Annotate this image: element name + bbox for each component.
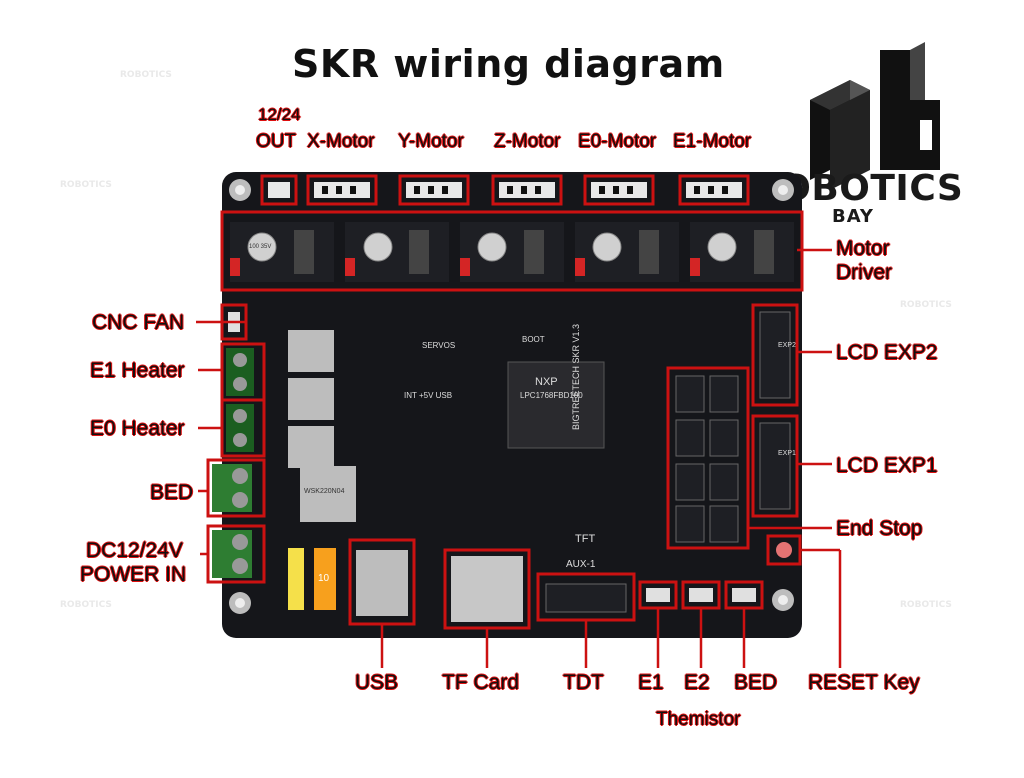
- leader-lines: [196, 248, 842, 668]
- label-tdt: TDT: [563, 671, 604, 694]
- lcd-exp1-box: [751, 414, 799, 518]
- end-stop-box: [666, 366, 750, 550]
- watermark: ROBOTICS: [900, 600, 952, 610]
- e1-motor-box: [678, 174, 750, 206]
- board-servos: SERVOS: [422, 341, 456, 350]
- robotics-bay-logo-icon: [810, 42, 940, 190]
- board-mosfet: WSK220N04: [304, 488, 345, 495]
- label-lcd-exp1: LCD EXP1: [836, 454, 938, 477]
- red-jumpers: [230, 258, 700, 276]
- board-exp2: EXP2: [778, 342, 796, 349]
- label-tf-card: TF Card: [442, 671, 520, 694]
- e0-motor-box: [583, 174, 655, 206]
- board-fuse: 10: [318, 573, 330, 584]
- fuse: [288, 548, 304, 610]
- board-exp1: EXP1: [778, 450, 796, 457]
- label-motor-driver-1: Motor: [836, 237, 890, 260]
- label-out-bottom: OUT: [256, 131, 297, 152]
- board-chip-brand: NXP: [535, 376, 558, 388]
- label-bed-left: BED: [150, 481, 194, 504]
- board-boot: BOOT: [522, 335, 545, 344]
- label-e2: E2: [684, 671, 710, 694]
- z-motor-box: [491, 174, 563, 206]
- watermark: ROBOTICS: [120, 70, 172, 80]
- x-motor-box: [306, 174, 378, 206]
- label-power-2: POWER IN: [80, 563, 187, 586]
- label-thermistor: Themistor: [656, 709, 741, 730]
- label-e0-motor: E0-Motor: [578, 131, 657, 152]
- mcu-chip: [507, 361, 605, 449]
- board-aux: AUX-1: [566, 559, 596, 570]
- label-e1: E1: [638, 671, 664, 694]
- board-name: BIGTREETECH SKR V1.3: [571, 323, 581, 430]
- out-connector-box: [260, 174, 298, 206]
- label-usb: USB: [355, 671, 399, 694]
- board-tft: TFT: [575, 533, 596, 545]
- lcd-exp2-box: [751, 303, 799, 407]
- watermark: ROBOTICS: [60, 600, 112, 610]
- label-lcd-exp2: LCD EXP2: [836, 341, 938, 364]
- top-connectors: [260, 174, 750, 206]
- label-bed-bottom: BED: [734, 671, 778, 694]
- label-reset-key: RESET Key: [808, 671, 920, 694]
- label-power-1: DC12/24V: [86, 539, 183, 562]
- label-y-motor: Y-Motor: [398, 131, 464, 152]
- label-cnc-fan: CNC FAN: [92, 311, 185, 334]
- board-int-usb: INT +5V USB: [404, 391, 453, 400]
- label-e1-heater: E1 Heater: [90, 359, 185, 382]
- label-e1-motor: E1-Motor: [673, 131, 752, 152]
- watermark: ROBOTICS: [60, 180, 112, 190]
- label-z-motor: Z-Motor: [494, 131, 561, 152]
- driver-slots: [230, 222, 794, 282]
- board-cap: 100 35V: [249, 244, 272, 250]
- label-end-stop: End Stop: [836, 517, 923, 540]
- watermark: ROBOTICS: [900, 300, 952, 310]
- mosfets: [288, 330, 356, 522]
- board-chip-model: LPC1768FBD100: [520, 391, 583, 400]
- label-motor-driver-2: Driver: [836, 261, 892, 284]
- capacitors: [247, 232, 737, 262]
- fuse: [314, 548, 336, 610]
- logo-sub: BAY: [832, 206, 874, 227]
- bed-terminal-box: [206, 458, 266, 518]
- y-motor-box: [398, 174, 470, 206]
- page-title: SKR wiring diagram: [292, 42, 725, 86]
- label-x-motor: X-Motor: [307, 131, 375, 152]
- label-out-top: 12/24: [258, 105, 301, 124]
- label-e0-heater: E0 Heater: [90, 417, 185, 440]
- driver-pins: [294, 230, 774, 274]
